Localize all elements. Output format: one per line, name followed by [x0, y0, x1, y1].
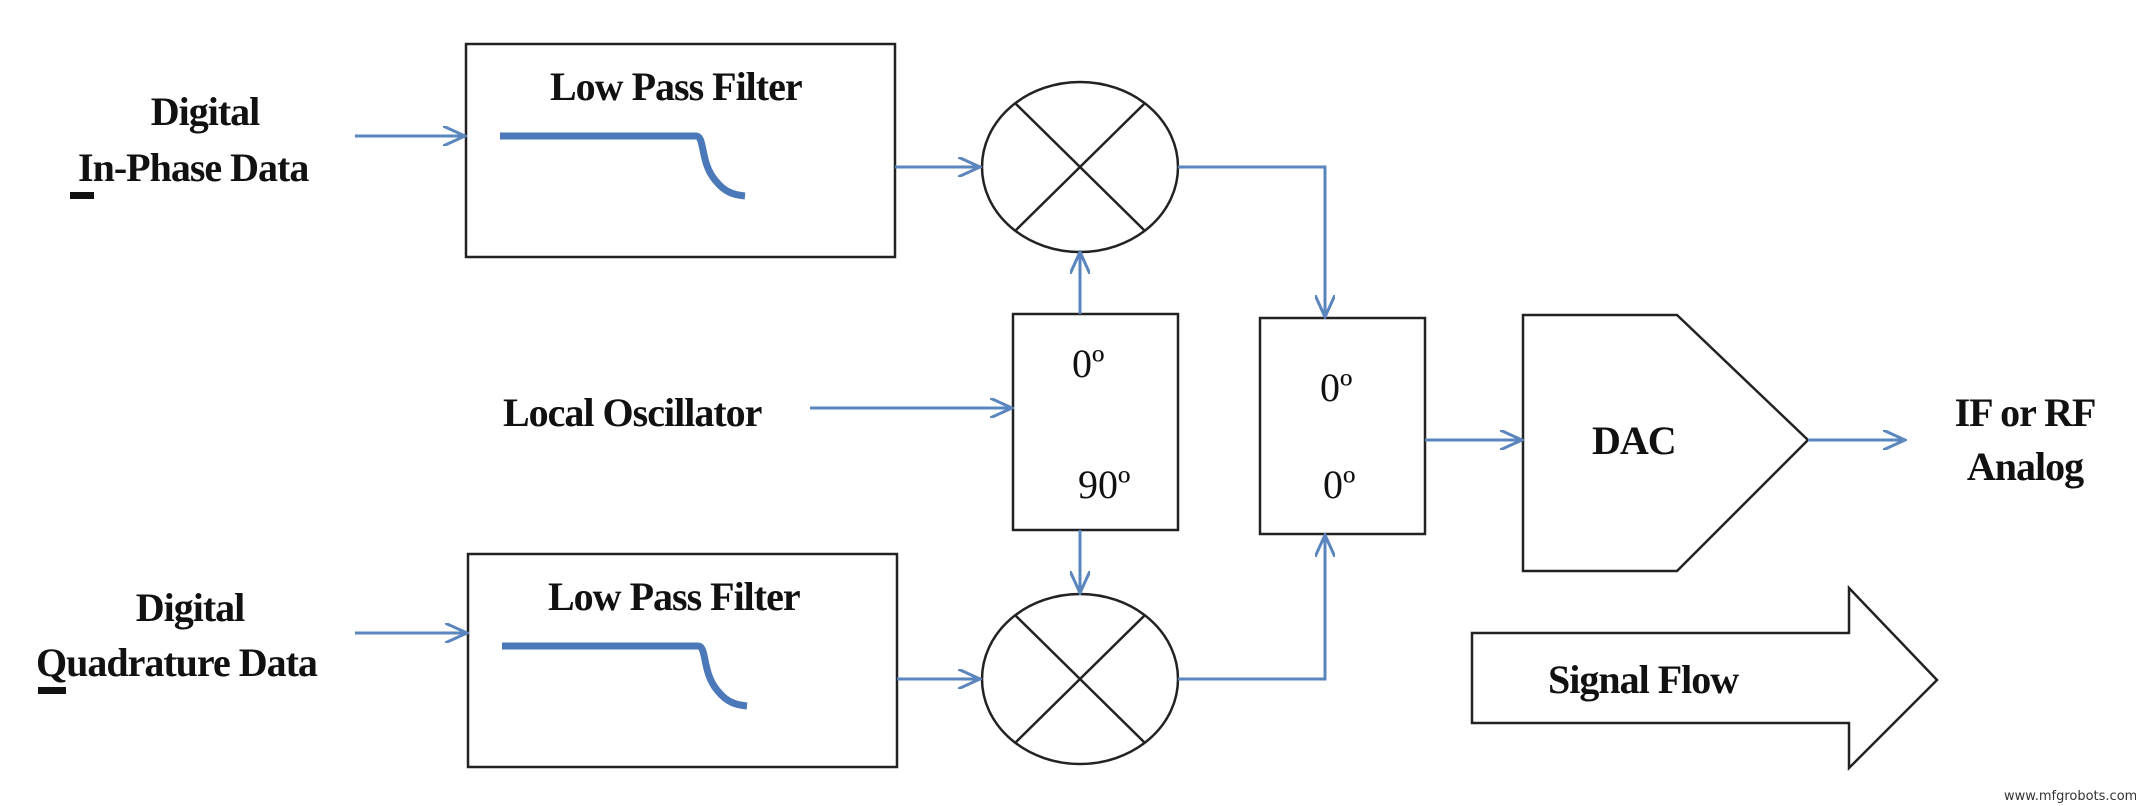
local-oscillator-label: Local Oscillator — [503, 390, 762, 435]
lpf-bottom-curve — [502, 642, 748, 710]
splitter-90-deg-label: 90º — [1078, 462, 1131, 507]
in-phase-label-line1: Digital — [150, 89, 261, 134]
arrow-mixer-top-to-combiner — [1178, 165, 1325, 317]
mixer-bottom — [980, 592, 1180, 766]
phase-splitter-box — [1011, 312, 1180, 532]
lpf-bottom-title: Low Pass Filter — [548, 574, 801, 619]
in-phase-underline — [70, 192, 94, 199]
signal-flow-arrow — [1470, 584, 1939, 772]
lpf-bottom-box — [466, 552, 899, 769]
combiner-top-deg-label: 0º — [1320, 365, 1353, 410]
in-phase-label-line2: In-Phase Data — [78, 145, 309, 190]
mixer-top — [980, 80, 1180, 254]
lpf-top-title: Low Pass Filter — [550, 64, 803, 109]
dac-shape — [1521, 313, 1810, 573]
splitter-0-deg-label: 0º — [1072, 341, 1105, 386]
dac-label: DAC — [1592, 418, 1677, 463]
signal-flow-label: Signal Flow — [1548, 657, 1739, 702]
combiner-bottom-deg-label: 0º — [1323, 462, 1356, 507]
lpf-top-box — [464, 42, 897, 259]
arrow-mixer-bottom-to-combiner — [1178, 535, 1325, 681]
output-label-line1: IF or RF — [1954, 390, 2097, 435]
output-label-line2: Analog — [1966, 444, 2084, 489]
quadrature-label-line1: Digital — [135, 585, 246, 630]
combiner-box — [1258, 316, 1427, 536]
watermark: www.mfgrobots.com — [2004, 789, 2136, 804]
quadrature-label-line2: Quadrature Data — [36, 640, 318, 685]
lpf-top-curve — [500, 132, 746, 200]
quadrature-underline — [38, 687, 66, 694]
